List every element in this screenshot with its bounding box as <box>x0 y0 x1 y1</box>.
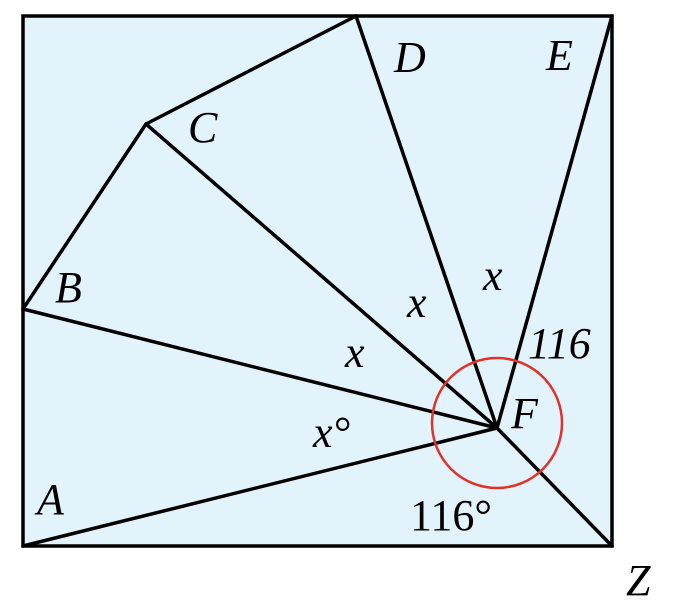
label-e: E <box>545 31 573 80</box>
angle-label-x-c-f-d: x <box>406 278 427 327</box>
label-a: A <box>34 475 65 524</box>
segments <box>21 14 614 548</box>
background-rectangle <box>21 14 614 548</box>
segment-d-f <box>354 14 499 430</box>
label-d: D <box>393 33 426 82</box>
segment-a-f <box>21 426 499 548</box>
segment-e-f <box>495 14 614 430</box>
label-f: F <box>510 389 539 438</box>
angle-label-x-d-f-e: x <box>482 251 503 300</box>
segment-b-c <box>21 122 148 311</box>
angle-label-x-b-f-c: x <box>344 328 365 377</box>
segment-f-z <box>495 426 614 548</box>
segment-b-f <box>21 307 499 430</box>
angle-label-116-degrees: 116° <box>410 491 492 540</box>
label-z: Z <box>626 556 651 605</box>
angle-circle-at-f <box>430 356 564 490</box>
segment-c-f <box>144 122 499 430</box>
label-c: C <box>188 103 218 152</box>
angle-label-x-degrees: x° <box>312 408 350 457</box>
label-b: B <box>55 263 82 312</box>
angle-label-116: 116 <box>528 319 591 368</box>
segment-c-d <box>144 14 358 126</box>
